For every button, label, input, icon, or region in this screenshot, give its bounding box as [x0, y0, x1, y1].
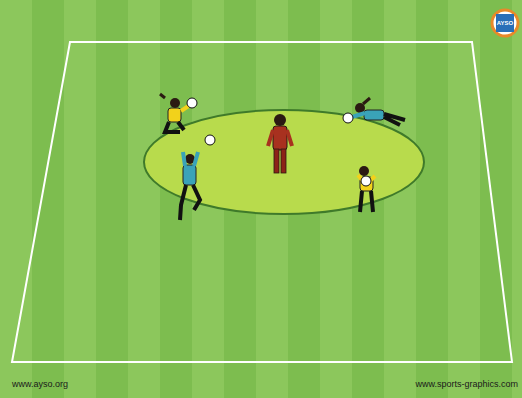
goalkeeper-blue-right	[343, 98, 405, 125]
goalkeeper-yellow-right	[358, 166, 375, 212]
logo-text: AYSO	[497, 20, 513, 26]
field-boundary	[12, 42, 512, 362]
goalkeeper-yellow-left	[160, 94, 197, 132]
credit-watermark: www.sports-graphics.com	[415, 379, 518, 389]
coach-figure	[268, 114, 292, 173]
website-watermark: www.ayso.org	[12, 379, 68, 389]
ayso-logo	[492, 10, 518, 36]
goalkeeper-blue-left	[180, 135, 215, 220]
center-oval	[144, 110, 424, 214]
